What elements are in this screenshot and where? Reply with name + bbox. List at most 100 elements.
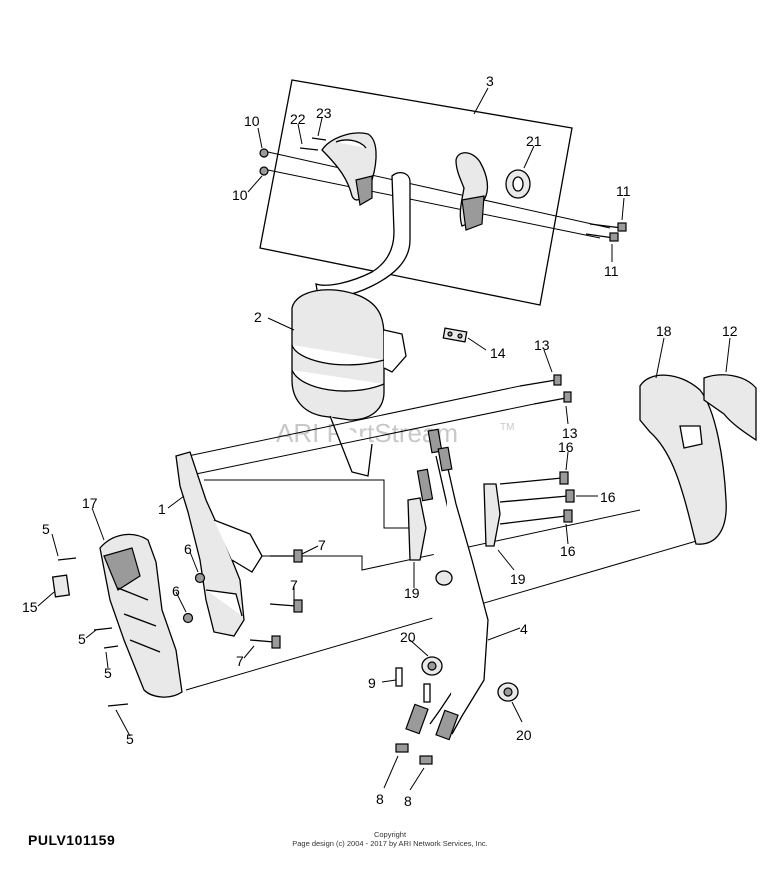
bolt-11-lower xyxy=(585,232,619,242)
bushing-21 xyxy=(505,169,531,199)
callout-18: 18 xyxy=(656,323,672,339)
leader-6b xyxy=(175,591,187,613)
callout-2: 2 xyxy=(254,309,262,325)
cover-18-slot xyxy=(679,425,703,449)
callout-3: 3 xyxy=(486,73,494,89)
callout-16b: 16 xyxy=(600,489,616,505)
callout-20b: 20 xyxy=(516,727,532,743)
leader-6a xyxy=(189,551,199,573)
callout-8b: 8 xyxy=(404,793,412,809)
leader-19b xyxy=(497,549,515,571)
assembly-line-d xyxy=(244,509,641,571)
callout-10a: 10 xyxy=(244,113,260,129)
callout-13b: 13 xyxy=(562,425,578,441)
bolt-16-a xyxy=(499,471,569,485)
leader-15 xyxy=(37,591,55,607)
leader-16c xyxy=(565,523,569,545)
leader-10a xyxy=(257,127,263,149)
leader-1 xyxy=(167,495,185,509)
callout-4: 4 xyxy=(520,621,528,637)
watermark-tm: TM xyxy=(500,422,514,433)
bracket-19-left xyxy=(407,497,427,561)
callout-17: 17 xyxy=(82,495,98,511)
callout-16a: 16 xyxy=(558,439,574,455)
leader-23 xyxy=(317,117,323,137)
leader-5c xyxy=(105,651,109,669)
bracket-19-right xyxy=(483,483,501,547)
leader-7c xyxy=(243,645,255,659)
block-15 xyxy=(51,574,71,598)
shield-17 xyxy=(99,533,183,698)
leader-13b xyxy=(565,405,569,425)
callout-8a: 8 xyxy=(376,791,384,807)
leader-11a xyxy=(621,197,625,221)
assembly-line-lower xyxy=(267,169,601,239)
leader-2 xyxy=(267,317,295,331)
cable-4 xyxy=(405,428,489,741)
pin-9-left xyxy=(395,667,403,687)
inset-box xyxy=(259,79,573,306)
column-housing-2 xyxy=(291,289,407,477)
callout-11a: 11 xyxy=(616,183,631,199)
clip-14 xyxy=(442,327,468,343)
bolt-7-b xyxy=(269,599,303,613)
callout-19a: 19 xyxy=(404,585,420,601)
nut-10-upper xyxy=(259,148,269,158)
leader-8b xyxy=(409,767,425,791)
figure-id: PULV101159 xyxy=(28,832,116,848)
clip-8-right xyxy=(419,755,433,765)
callout-6a: 6 xyxy=(184,541,192,557)
callout-21: 21 xyxy=(526,133,542,149)
callout-12: 12 xyxy=(722,323,738,339)
callout-9: 9 xyxy=(368,675,376,691)
callout-19b: 19 xyxy=(510,571,526,587)
callout-20a: 20 xyxy=(400,629,416,645)
bolt-13-upper xyxy=(519,374,562,387)
leader-12 xyxy=(725,337,731,373)
callout-7c: 7 xyxy=(236,653,244,669)
leader-5a xyxy=(51,533,59,557)
screw-23 xyxy=(311,137,327,141)
callout-10b: 10 xyxy=(232,187,248,203)
callout-16c: 16 xyxy=(560,543,576,559)
copyright-block: Copyright Page design (c) 2004 - 2017 by… xyxy=(240,830,540,848)
leader-17 xyxy=(91,507,105,541)
pin-9-right xyxy=(423,683,431,703)
callout-7a: 7 xyxy=(318,537,326,553)
callout-13a: 13 xyxy=(534,337,550,353)
bolt-7-a xyxy=(270,549,303,563)
screw-22 xyxy=(299,147,319,151)
callout-22: 22 xyxy=(290,111,306,127)
leader-21 xyxy=(523,145,535,169)
leader-3 xyxy=(473,87,489,115)
leader-9 xyxy=(381,679,397,683)
grommet-small xyxy=(435,570,453,586)
clip-8-left xyxy=(395,743,409,753)
leader-4 xyxy=(487,627,521,641)
bracket-1 xyxy=(175,451,263,637)
control-knob-right xyxy=(455,152,489,231)
callout-1: 1 xyxy=(158,501,166,517)
nut-6-lower xyxy=(182,612,194,624)
screw-5-c xyxy=(103,645,119,649)
callout-5b: 5 xyxy=(78,631,86,647)
nut-6-upper xyxy=(194,572,206,584)
grommet-20-upper xyxy=(421,656,443,676)
callout-5c: 5 xyxy=(104,665,112,681)
leader-13a xyxy=(543,349,553,373)
cover-12 xyxy=(703,374,757,442)
assembly-line-a xyxy=(187,385,521,457)
bolt-16-b xyxy=(499,489,575,503)
callout-5a: 5 xyxy=(42,521,50,537)
leader-10b xyxy=(247,175,263,193)
leader-20a xyxy=(409,639,429,657)
leader-18 xyxy=(655,337,665,379)
bolt-7-c xyxy=(249,635,281,649)
copyright-title: Copyright xyxy=(373,830,407,839)
assembly-line-c xyxy=(204,479,424,529)
screw-5-b xyxy=(93,627,113,631)
callout-11b: 11 xyxy=(604,263,619,279)
callout-23: 23 xyxy=(316,105,332,121)
grommet-20-lower xyxy=(497,682,519,702)
